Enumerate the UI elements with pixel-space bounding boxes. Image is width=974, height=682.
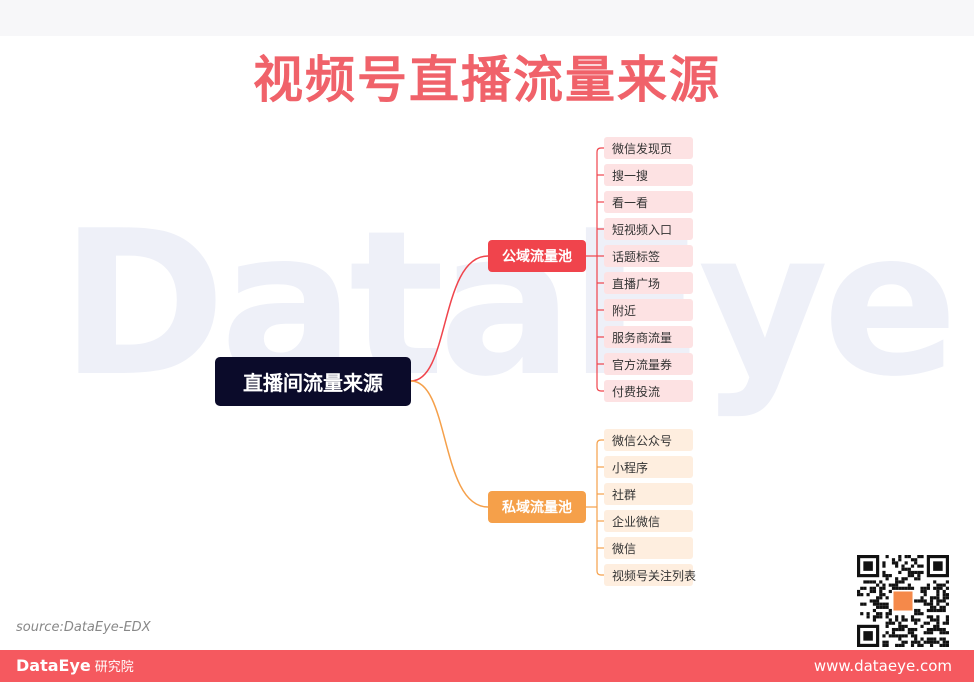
leaf-public-item: 微信发现页 bbox=[604, 137, 693, 159]
page-title: 视频号直播流量来源 bbox=[253, 51, 721, 109]
leaf-private-item: 视频号关注列表 bbox=[604, 564, 696, 586]
qr-code-icon bbox=[857, 555, 949, 647]
leaf-private-item: 小程序 bbox=[604, 456, 693, 478]
leaf-private-item: 企业微信 bbox=[604, 510, 693, 532]
leaf-public-item: 官方流量券 bbox=[604, 353, 693, 375]
leaf-public-item: 短视频入口 bbox=[604, 218, 693, 240]
root-node: 直播间流量来源 bbox=[215, 357, 411, 406]
footer-brand-name: DataEye bbox=[16, 656, 91, 675]
leaf-private-item: 微信 bbox=[604, 537, 693, 559]
footer-url[interactable]: www.dataeye.com bbox=[813, 657, 952, 675]
leaf-public-item: 搜一搜 bbox=[604, 164, 693, 186]
leaf-private-item: 微信公众号 bbox=[604, 429, 693, 451]
branch-private-pool: 私域流量池 bbox=[488, 491, 586, 523]
leaf-connectors-public bbox=[586, 147, 604, 392]
leaf-public-item: 付费投流 bbox=[604, 380, 693, 402]
connector-root-private bbox=[410, 380, 489, 508]
leaf-public-item: 附近 bbox=[604, 299, 693, 321]
qr-logo bbox=[893, 591, 913, 611]
leaf-public-item: 服务商流量 bbox=[604, 326, 693, 348]
leaf-private-item: 社群 bbox=[604, 483, 693, 505]
leaf-public-item: 话题标签 bbox=[604, 245, 693, 267]
leaf-public-item: 直播广场 bbox=[604, 272, 693, 294]
top-band bbox=[0, 0, 974, 36]
branch-public-pool: 公域流量池 bbox=[488, 240, 586, 272]
source-note: source:DataEye-EDX bbox=[16, 620, 151, 635]
connector-root-public bbox=[410, 255, 489, 382]
footer-brand-sub: 研究院 bbox=[94, 660, 134, 675]
watermark: DataEye bbox=[60, 188, 958, 421]
leaf-public-item: 看一看 bbox=[604, 191, 693, 213]
leaf-connectors-private bbox=[586, 439, 604, 576]
